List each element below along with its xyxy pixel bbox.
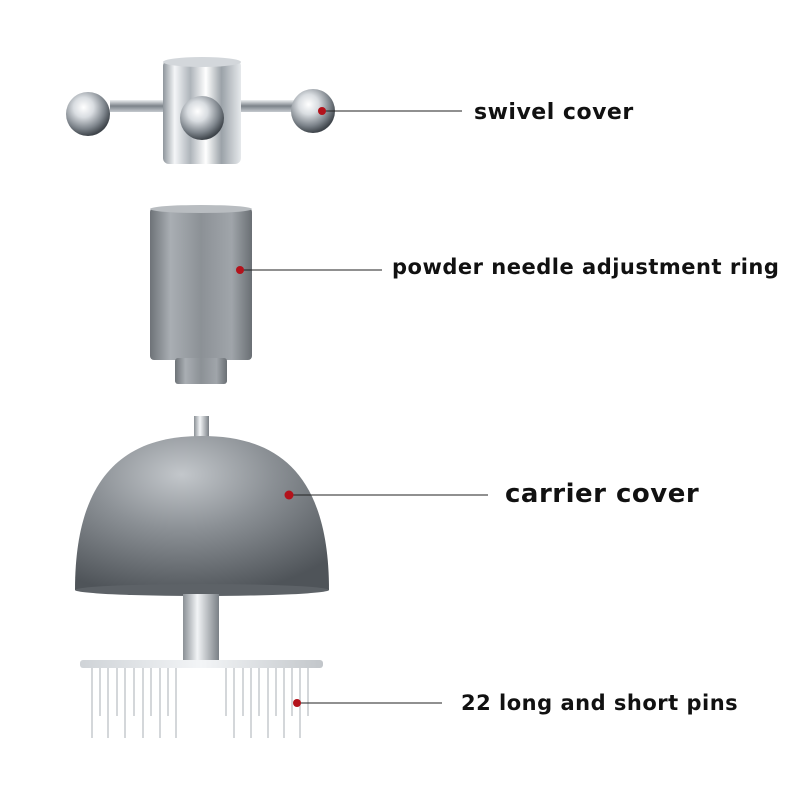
swivel-cover-marker (318, 107, 326, 115)
pins-label: 22 long and short pins (461, 691, 739, 715)
pins-marker (293, 699, 301, 707)
carrier-cover-label: carrier cover (505, 479, 700, 509)
carrier-cover-part (75, 416, 329, 664)
carrier-cover-marker (284, 490, 294, 500)
swivel-cover-part (66, 57, 335, 164)
adjustment-ring-part (150, 205, 252, 384)
swivel-cover-label: swivel cover (474, 100, 634, 125)
adjustment-ring-label: powder needle adjustment ring (392, 255, 780, 279)
adjustment-ring-marker (236, 266, 244, 274)
pins-part (80, 660, 323, 738)
